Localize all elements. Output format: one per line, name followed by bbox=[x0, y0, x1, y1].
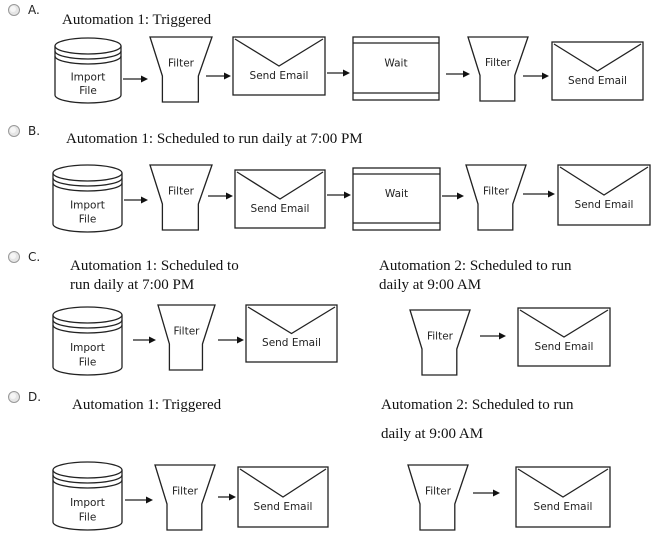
automation-title: Automation 1: Scheduled to run daily at … bbox=[66, 131, 363, 147]
send-email-envelope: Send Email bbox=[234, 169, 326, 229]
file-label: File bbox=[79, 356, 97, 368]
arrow-icon bbox=[523, 72, 549, 80]
arrow-icon bbox=[523, 190, 555, 198]
send-email-envelope: Send Email bbox=[551, 41, 644, 101]
arrow-icon bbox=[218, 336, 244, 344]
arrow-icon bbox=[124, 196, 148, 204]
send-email-label: Send Email bbox=[262, 337, 321, 349]
arrow-icon bbox=[327, 69, 350, 77]
filter-shape: Filter bbox=[157, 304, 216, 371]
option-letter: B. bbox=[28, 124, 40, 138]
arrow-icon bbox=[123, 75, 148, 83]
option-letter: C. bbox=[28, 250, 40, 264]
radio-option-b[interactable]: B. bbox=[8, 124, 41, 138]
filter-label: Filter bbox=[425, 485, 452, 497]
send-email-label: Send Email bbox=[535, 341, 594, 353]
arrow-icon bbox=[133, 336, 156, 344]
filter-shape: Filter bbox=[154, 464, 216, 531]
arrow-icon bbox=[125, 496, 153, 504]
import-label: Import bbox=[71, 71, 106, 83]
send-email-label: Send Email bbox=[250, 70, 309, 82]
radio-option-d[interactable]: D. bbox=[8, 390, 42, 404]
arrow-icon bbox=[446, 70, 470, 78]
import-label: Import bbox=[70, 342, 105, 354]
automation-title: Automation 2: Scheduled to run bbox=[381, 397, 574, 413]
filter-shape: Filter bbox=[407, 464, 469, 531]
filter-shape: Filter bbox=[465, 164, 527, 231]
filter-label: Filter bbox=[427, 330, 454, 342]
arrow-icon bbox=[327, 191, 351, 199]
filter-label: Filter bbox=[485, 57, 512, 69]
filter-shape: Filter bbox=[467, 36, 529, 102]
filter-shape: Filter bbox=[149, 164, 213, 231]
arrow-icon bbox=[442, 192, 464, 200]
automation-title: daily at 9:00 AM bbox=[379, 277, 481, 293]
arrow-icon bbox=[208, 192, 233, 200]
filter-label: Filter bbox=[168, 185, 195, 197]
automation-title: daily at 9:00 AM bbox=[381, 426, 483, 442]
send-email-label: Send Email bbox=[251, 203, 310, 215]
automation-title: Automation 1: Triggered bbox=[62, 12, 212, 28]
wait-shape: Wait bbox=[352, 36, 440, 101]
wait-shape: Wait bbox=[352, 167, 441, 231]
file-label: File bbox=[79, 214, 97, 226]
filter-label: Filter bbox=[173, 325, 200, 337]
send-email-label: Send Email bbox=[534, 501, 593, 513]
send-email-envelope: Send Email bbox=[515, 466, 611, 528]
filter-shape: Filter bbox=[409, 309, 471, 376]
filter-label: Filter bbox=[172, 485, 199, 497]
send-email-envelope: Send Email bbox=[245, 304, 338, 363]
arrow-icon bbox=[206, 72, 231, 80]
automation-title: Automation 1: Scheduled to bbox=[70, 258, 239, 274]
import-label: Import bbox=[70, 497, 105, 509]
filter-label: Filter bbox=[168, 57, 195, 69]
send-email-label: Send Email bbox=[575, 199, 634, 211]
send-email-envelope: Send Email bbox=[557, 164, 651, 226]
radio-option-c[interactable]: C. bbox=[8, 250, 41, 264]
wait-label: Wait bbox=[385, 188, 408, 200]
arrow-icon bbox=[473, 489, 500, 497]
import-label: Import bbox=[70, 200, 105, 212]
arrow-icon bbox=[480, 332, 506, 340]
send-email-label: Send Email bbox=[568, 75, 627, 87]
radio-option-a[interactable]: A. bbox=[8, 3, 40, 17]
file-label: File bbox=[79, 511, 97, 523]
automation-title: run daily at 7:00 PM bbox=[70, 277, 194, 293]
automation-title: Automation 2: Scheduled to run bbox=[379, 258, 572, 274]
automation-title: Automation 1: Triggered bbox=[72, 397, 222, 413]
option-letter: A. bbox=[28, 3, 40, 17]
file-label: File bbox=[79, 85, 97, 97]
send-email-envelope: Send Email bbox=[232, 36, 326, 96]
filter-label: Filter bbox=[483, 185, 510, 197]
wait-label: Wait bbox=[384, 58, 407, 70]
send-email-envelope: Send Email bbox=[517, 307, 611, 367]
filter-shape: Filter bbox=[149, 36, 213, 103]
send-email-label: Send Email bbox=[254, 501, 313, 513]
arrow-icon bbox=[218, 493, 236, 501]
option-letter: D. bbox=[28, 390, 41, 404]
send-email-envelope: Send Email bbox=[237, 466, 329, 528]
